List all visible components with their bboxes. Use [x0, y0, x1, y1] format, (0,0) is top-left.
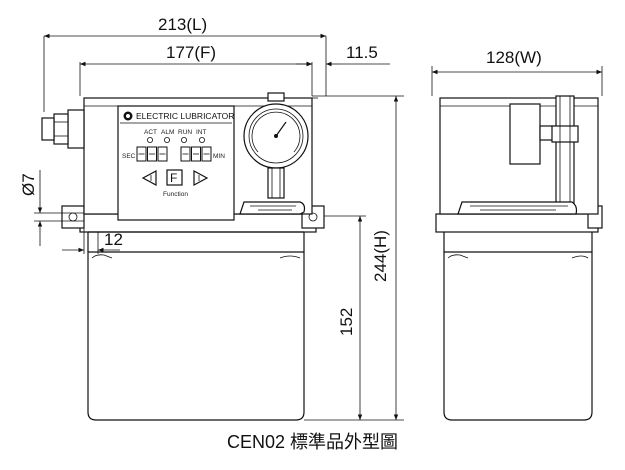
front-tank	[87, 251, 305, 421]
side-gauge-column	[555, 95, 575, 205]
drawing-caption: CEN02 標準品外型圖	[226, 432, 399, 452]
dim-offset: 11.5	[346, 43, 378, 62]
indicator-act-label: ACT	[144, 129, 157, 136]
dim-length: 213(L)	[158, 15, 207, 34]
right-key-icon[interactable]	[193, 169, 209, 187]
indicator-int-led	[198, 136, 205, 143]
right-seven-segment-display	[180, 146, 212, 162]
panel-title: ELECTRIC LUBRICATOR	[136, 111, 234, 121]
side-pump-base	[457, 201, 578, 215]
indicator-group: ACT ALM RUN INT	[144, 129, 207, 143]
dim-front: 177(F)	[166, 43, 216, 62]
min-label: MIN	[213, 153, 225, 160]
indicator-alm-led	[163, 136, 170, 143]
pressure-gauge	[243, 92, 309, 199]
cable-gland	[41, 109, 85, 149]
dim-height: 244(H)	[371, 230, 390, 282]
dim-width: 128(W)	[486, 48, 542, 67]
dimension-lines: 213(L) 177(F) 11.5 128(W) 244(H) 152 Ø7	[19, 15, 603, 421]
indicator-int-label: INT	[196, 129, 207, 136]
pump-base	[239, 201, 306, 215]
front-tank-neck	[87, 231, 305, 252]
front-foot-left	[61, 205, 85, 229]
dim-tank-height: 152	[337, 308, 356, 336]
indicator-alm-label: ALM	[161, 129, 174, 136]
control-panel	[117, 105, 235, 221]
indicator-run-label: RUN	[178, 129, 192, 136]
function-key-label: F	[170, 171, 177, 185]
function-label: Function	[163, 191, 188, 198]
indicator-act-led	[146, 136, 153, 143]
side-tank	[443, 251, 593, 421]
front-tank-inner-top	[91, 254, 301, 259]
side-gauge-body	[509, 103, 541, 165]
function-key[interactable]	[166, 169, 183, 186]
indicator-run-led	[180, 136, 187, 143]
front-view: ELECTRIC LUBRICATOR ACT ALM RUN INT SEC …	[41, 92, 325, 421]
dim-hole-diameter: Ø7	[19, 173, 38, 196]
sec-label: SEC	[122, 153, 136, 160]
side-base-plate	[435, 213, 599, 233]
dim-foot: 12	[104, 230, 123, 249]
side-view	[435, 95, 603, 421]
left-key-icon[interactable]	[141, 169, 157, 187]
front-foot-right-hole	[308, 212, 318, 222]
left-seven-segment-display	[136, 146, 168, 162]
